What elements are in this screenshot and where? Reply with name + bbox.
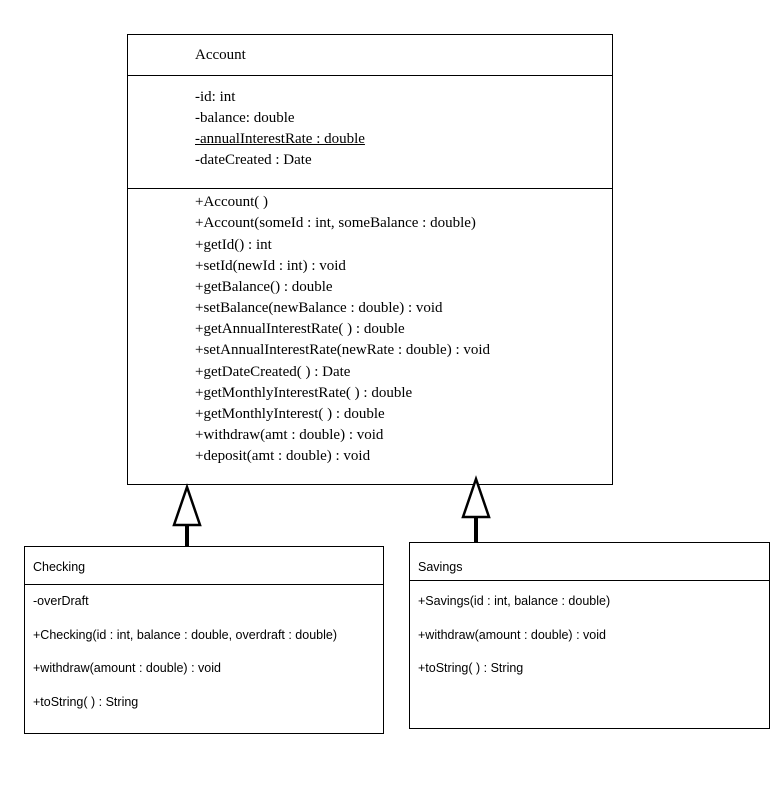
account-class-name: Account xyxy=(195,47,246,63)
account-method: +getId() : int xyxy=(195,237,272,253)
checking-class-box: Checking -overDraft +Checking(id : int, … xyxy=(24,546,384,734)
account-attribute: -id: int xyxy=(195,89,236,105)
account-method: +deposit(amt : double) : void xyxy=(195,448,371,464)
account-class-box: Account -id: int -balance: double -annua… xyxy=(127,34,613,485)
savings-method: +withdraw(amount : double) : void xyxy=(418,628,606,642)
account-method: +setBalance(newBalance : double) : void xyxy=(195,300,443,316)
account-attribute-static: -annualInterestRate : double xyxy=(195,131,365,147)
savings-method: +toString( ) : String xyxy=(418,661,524,675)
checking-method: +toString( ) : String xyxy=(33,695,139,709)
account-method: +getDateCreated( ) : Date xyxy=(195,364,351,380)
inheritance-triangle-checking xyxy=(172,483,202,527)
account-attributes-divider xyxy=(128,188,612,189)
inheritance-arrow-savings xyxy=(461,475,491,542)
account-method: +setAnnualInterestRate(newRate : double)… xyxy=(195,342,491,358)
account-method: +getAnnualInterestRate( ) : double xyxy=(195,321,405,337)
account-method: +getMonthlyInterest( ) : double xyxy=(195,406,385,422)
account-method: +getMonthlyInterestRate( ) : double xyxy=(195,385,413,401)
savings-method: +Savings(id : int, balance : double) xyxy=(418,594,611,608)
savings-class-name: Savings xyxy=(418,560,463,574)
inheritance-triangle-savings xyxy=(461,475,491,519)
savings-name-divider xyxy=(410,580,769,581)
savings-class-box: Savings +Savings(id : int, balance : dou… xyxy=(409,542,770,729)
account-method: +withdraw(amt : double) : void xyxy=(195,427,384,443)
account-method: +Account(someId : int, someBalance : dou… xyxy=(195,215,476,231)
inheritance-arrow-checking xyxy=(172,483,202,546)
account-attribute: -balance: double xyxy=(195,110,295,126)
checking-method: +withdraw(amount : double) : void xyxy=(33,661,221,675)
account-attribute: -dateCreated : Date xyxy=(195,152,312,168)
checking-method: +Checking(id : int, balance : double, ov… xyxy=(33,628,338,642)
checking-class-name: Checking xyxy=(33,560,86,574)
account-method: +getBalance() : double xyxy=(195,279,333,295)
checking-name-divider xyxy=(25,584,383,585)
account-method: +setId(newId : int) : void xyxy=(195,258,346,274)
account-name-divider xyxy=(128,75,612,76)
account-method: +Account( ) xyxy=(195,194,269,210)
checking-attribute: -overDraft xyxy=(33,594,89,608)
